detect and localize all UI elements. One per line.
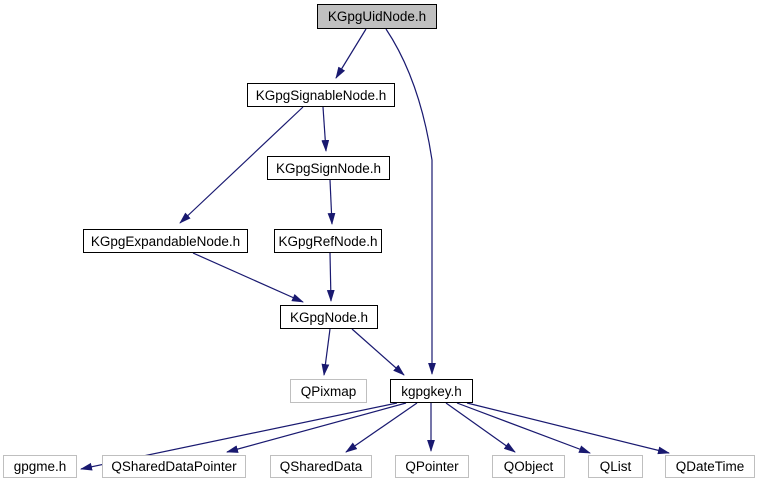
node-qpointer: QPointer (395, 455, 469, 478)
edge-node-to-qpixmap (321, 328, 331, 376)
node-qshareddatapointer: QSharedDataPointer (102, 455, 246, 478)
edge-kgpgkey-to-qshareddata (345, 402, 418, 453)
node-kgpgexpandablenode-h[interactable]: KGpgExpandableNode.h (83, 229, 248, 253)
node-kgpgnode-h[interactable]: KGpgNode.h (280, 305, 378, 329)
edge-signable-to-sign (321, 106, 330, 152)
edge-uid-to-signable (335, 28, 367, 79)
node-kgpgsignnode-h[interactable]: KGpgSignNode.h (267, 156, 390, 180)
node-qobject: QObject (492, 455, 565, 478)
edge-expandable-to-node (192, 252, 304, 303)
edge-node-to-kgpgkey (351, 328, 405, 376)
node-kgpguidnode-h: KGpgUidNode.h (317, 4, 437, 29)
node-qpixmap: QPixmap (290, 379, 367, 403)
node-kgpgsignablenode-h[interactable]: KGpgSignableNode.h (247, 83, 395, 107)
edge-uid-to-kgpgkey (385, 28, 436, 375)
edge-sign-to-ref (327, 179, 336, 225)
node-kgpgkey-h[interactable]: kgpgkey.h (390, 379, 473, 403)
edge-kgpgkey-to-qlist (456, 402, 591, 454)
edge-kgpgkey-to-qshareddatapointer (226, 402, 407, 453)
node-gpgme-h: gpgme.h (3, 455, 77, 478)
node-kgpgrefnode-h[interactable]: KGpgRefNode.h (274, 229, 382, 253)
node-qshareddata: QSharedData (270, 455, 372, 478)
node-qdatetime: QDateTime (665, 455, 755, 478)
edge-signable-to-expandable (179, 106, 304, 224)
edge-kgpgkey-to-qobject (445, 402, 516, 453)
node-qlist: QList (588, 455, 643, 478)
edge-ref-to-node (326, 252, 335, 302)
edge-kgpgkey-to-qdatetime (466, 402, 670, 455)
